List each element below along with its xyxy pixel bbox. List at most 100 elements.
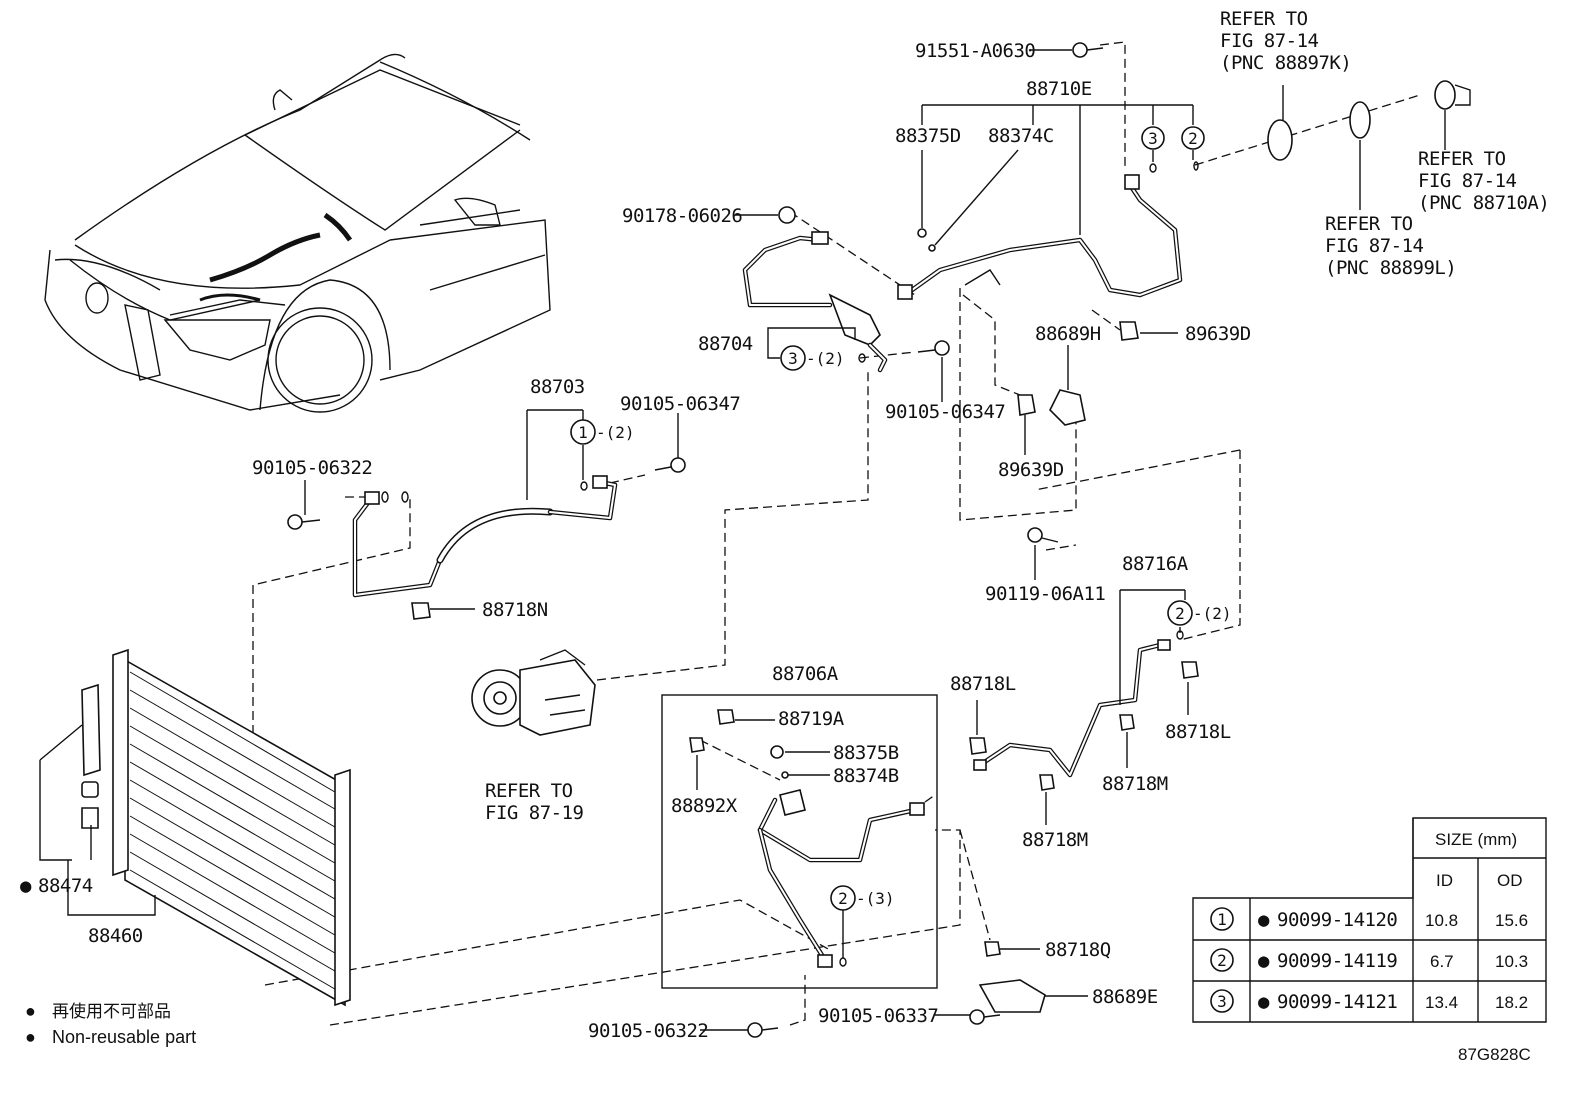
size-row-1-od: 15.6: [1495, 911, 1528, 930]
label-88710E: 88710E: [1026, 78, 1092, 100]
label-88474: 88474: [38, 875, 93, 897]
pipe-88710E: [897, 174, 1183, 300]
label-88689E: 88689E: [1092, 986, 1158, 1008]
label-88719A: 88719A: [778, 708, 845, 730]
callout-2-a-label: 2: [1188, 129, 1198, 148]
refer-note-2-line1: REFER TO: [1418, 148, 1506, 170]
callout-1-label: 1: [578, 423, 588, 442]
label-88375B: 88375B: [833, 742, 899, 764]
callout-3-b-label: 3: [788, 349, 798, 368]
refer-note-1-line2: FIG 87-14: [1220, 30, 1319, 52]
size-table-col-id: ID: [1436, 871, 1453, 890]
callouts: 3 2 3 -(2) 1 -(2) 2 -(2) 2 -(3): [570, 126, 1232, 911]
size-table-header: SIZE (mm): [1435, 830, 1517, 849]
label-89639D-a: 89639D: [998, 459, 1064, 481]
label-88892X: 88892X: [671, 795, 738, 817]
legend: ● 再使用不可部品 ● Non-reusable part: [25, 1001, 196, 1047]
kit-box-88706A: [661, 694, 938, 989]
size-row-2-od: 10.3: [1495, 952, 1528, 971]
o-rings: [381, 161, 1199, 967]
routing-lines: [252, 41, 1421, 1026]
callout-2-c-qty: -(3): [856, 889, 895, 908]
legend-marker-en: ●: [25, 1027, 36, 1047]
label-88460: 88460: [88, 925, 143, 947]
size-row-1-part: 90099-14120: [1277, 909, 1397, 931]
size-row-1-marker: ●: [1258, 909, 1270, 931]
callout-1: [570, 419, 596, 445]
label-88718M-b: 88718M: [1022, 829, 1088, 851]
clamp-88718L-a: [969, 737, 987, 755]
callout-2-b-qty: -(2): [1193, 604, 1232, 623]
clamp-88718Q: [984, 941, 1001, 957]
label-91551-A0630: 91551-A0630: [915, 40, 1035, 62]
refer-note-3-line3: (PNC 88899L): [1325, 257, 1456, 279]
bolts: [287, 42, 1104, 1038]
size-row-3-part: 90099-14121: [1277, 991, 1397, 1013]
label-90105-06322-b: 90105-06322: [588, 1020, 708, 1042]
clamp-89639D-a: [1017, 394, 1036, 416]
callout-3-b: [780, 345, 806, 371]
pipe-88706A: [757, 789, 925, 968]
label-88706A: 88706A: [772, 663, 839, 685]
size-table: SIZE (mm) ID OD 1 ● 90099-14120 10.8 15.…: [1192, 817, 1547, 1023]
label-90105-06322-a: 90105-06322: [252, 457, 372, 479]
callout-3-b-qty: -(2): [806, 349, 845, 368]
size-row-2-circle: [1210, 948, 1234, 972]
label-88718N: 88718N: [482, 599, 548, 621]
size-row-1-num: 1: [1217, 910, 1227, 929]
cap-88710A: [1434, 80, 1456, 110]
label-88689H: 88689H: [1035, 323, 1101, 345]
callout-2-b: [1167, 600, 1193, 626]
callout-3-a-label: 3: [1148, 129, 1158, 148]
refer-note-2-line2: FIG 87-14: [1418, 170, 1517, 192]
grommet-88897K: [1267, 119, 1293, 161]
label-88718L-a: 88718L: [950, 673, 1016, 695]
size-row-1-id: 10.8: [1425, 911, 1458, 930]
label-89639D-b: 89639D: [1185, 323, 1251, 345]
leader-lines: [39, 49, 1446, 1031]
refer-note-1-line3: (PNC 88897K): [1220, 52, 1351, 74]
size-row-3-num: 3: [1217, 992, 1227, 1011]
size-row-1-circle: [1210, 907, 1234, 931]
size-row-3-id: 13.4: [1425, 993, 1458, 1012]
clamp-88718N: [411, 602, 431, 620]
label-88375D: 88375D: [895, 125, 961, 147]
label-90119-06A11: 90119-06A11: [985, 583, 1105, 605]
refer-note-4-line1: REFER TO: [485, 780, 573, 802]
filter-plug: [81, 807, 99, 829]
condenser: [112, 648, 351, 1007]
refer-note-2-line3: (PNC 88710A): [1418, 192, 1549, 214]
label-90105-06347-b: 90105-06347: [885, 401, 1005, 423]
label-88718M-a: 88718M: [1102, 773, 1168, 795]
pipe-88716A: [973, 639, 1171, 778]
vehicle-illustration: [44, 53, 551, 413]
size-row-3-circle: [1210, 989, 1234, 1013]
label-88718L-b: 88718L: [1165, 721, 1231, 743]
label-88474-marker: ●: [20, 875, 32, 897]
refer-note-1-line1: REFER TO: [1220, 8, 1308, 30]
refer-note-4-line2: FIG 87-19: [485, 802, 584, 824]
seal-88899L: [1349, 101, 1371, 139]
refer-notes: REFER TO FIG 87-14 (PNC 88897K) REFER TO…: [485, 8, 1550, 824]
filter-cap: [81, 781, 99, 798]
callout-3-a: [1141, 126, 1165, 150]
size-row-2-num: 2: [1217, 951, 1227, 970]
clamp-88718L-b: [1181, 661, 1199, 679]
label-88374C: 88374C: [988, 125, 1054, 147]
refer-note-3-line2: FIG 87-14: [1325, 235, 1424, 257]
label-88374B: 88374B: [833, 765, 899, 787]
legend-en-text: Non-reusable part: [52, 1027, 196, 1047]
callout-1-qty: -(2): [596, 423, 635, 442]
callout-2-c: [830, 885, 856, 911]
label-88718Q: 88718Q: [1045, 939, 1111, 961]
hose-88704: [742, 231, 888, 373]
label-88716A: 88716A: [1122, 553, 1189, 575]
bracket-88689E: [978, 979, 1046, 1013]
legend-jp-text: 再使用不可部品: [52, 1001, 171, 1021]
callout-2-a: [1181, 126, 1205, 150]
label-90178-06026: 90178-06026: [622, 205, 742, 227]
label-88703: 88703: [530, 376, 585, 398]
size-row-2-id: 6.7: [1430, 952, 1454, 971]
bracket-88689H: [1049, 389, 1086, 426]
label-88704: 88704: [698, 333, 753, 355]
